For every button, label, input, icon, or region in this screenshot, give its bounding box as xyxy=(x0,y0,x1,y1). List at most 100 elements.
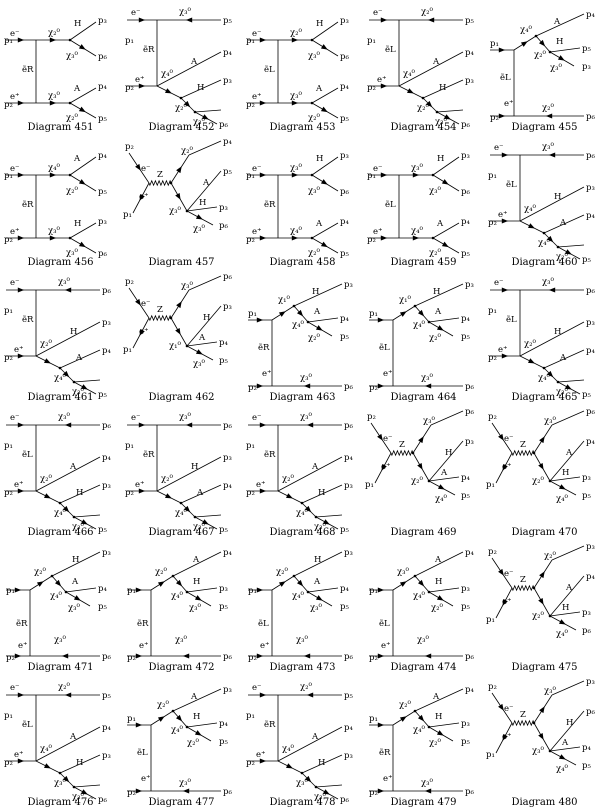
vertex-dot xyxy=(58,366,62,370)
caption-number: 462 xyxy=(195,392,215,404)
boson-y-label: H xyxy=(197,83,204,93)
boson-top xyxy=(551,546,585,561)
p1-label: p₁ xyxy=(4,306,13,316)
boson-top xyxy=(430,410,464,426)
positron-line-arrow xyxy=(259,488,267,494)
boson-y-line xyxy=(543,214,585,234)
out4-label: p₅ xyxy=(98,114,107,124)
p2-label: p₂ xyxy=(488,412,497,422)
boson-y-line xyxy=(186,723,218,728)
positron-label: e⁺ xyxy=(141,774,151,784)
caption-number: 479 xyxy=(437,797,457,809)
neutralino-a-label: χ₂⁰ xyxy=(155,567,168,577)
boson-y-label: H xyxy=(193,712,200,722)
neutralino-d-arrow xyxy=(320,241,328,248)
p1-label: p₁ xyxy=(248,586,257,596)
boson-y-label: H xyxy=(193,577,200,587)
electron-line-arrow xyxy=(256,317,264,323)
neutralino-c-arrow xyxy=(436,325,444,331)
out1-label: p₅ xyxy=(465,16,474,26)
diagram-caption: Diagram 472 xyxy=(121,662,242,673)
neutralino-c-label: χ₂⁰ xyxy=(308,333,321,343)
neutralino-c-arrow xyxy=(183,506,191,513)
positron-line-arrow xyxy=(377,788,385,795)
neutralino-b-arrow xyxy=(417,580,425,587)
boson-y-label: A xyxy=(315,84,323,94)
boson-x-label: A xyxy=(311,462,319,472)
out4-label: p₆ xyxy=(223,652,232,662)
neutralino-d-label: χ₃⁰ xyxy=(72,522,85,532)
positron-line-arrow xyxy=(259,235,267,241)
boson-y-label: H xyxy=(74,219,81,229)
neutralino-b-arrow xyxy=(54,580,62,587)
diagram-caption: Diagram 469 xyxy=(363,527,484,538)
caption-number: 472 xyxy=(195,662,215,674)
positron-line-arrow xyxy=(501,218,509,224)
boson-x-line xyxy=(186,170,222,212)
positron-label: e⁺ xyxy=(256,480,266,490)
out2-label: p₆ xyxy=(461,187,470,197)
neutralino-a-arrow xyxy=(539,706,545,714)
neutralino-b-label: χ₄⁰ xyxy=(413,725,426,735)
vertex-dot xyxy=(548,50,552,54)
neutralino-a-label: χ₃⁰ xyxy=(542,142,555,152)
neutralino-b-label: χ₃⁰ xyxy=(308,186,321,196)
diagram-caption: Diagram 456 xyxy=(0,257,121,268)
neutralino-c-label: χ₂⁰ xyxy=(429,333,442,343)
vertex-dot xyxy=(421,96,425,100)
neutralino-b-arrow xyxy=(417,310,425,317)
boson-y-label: A xyxy=(559,218,567,228)
out4-label: p₆ xyxy=(98,249,107,259)
neutralino-d-label: χ₃⁰ xyxy=(296,635,309,645)
boson-y-label: H xyxy=(76,488,83,498)
z-label: Z xyxy=(520,575,526,585)
vertex-dot xyxy=(435,110,439,114)
positron-label: e⁺ xyxy=(381,462,391,472)
z-label: Z xyxy=(157,170,163,180)
neutralino-d-label: χ₂⁰ xyxy=(308,113,321,123)
neutralino-a-arrow xyxy=(548,287,556,293)
neutralino-a-label: χ₄⁰ xyxy=(520,25,533,35)
neutralino-b-label: χ₄⁰ xyxy=(282,744,295,754)
boson-y-label: A xyxy=(196,488,204,498)
selectron-label: ẽL xyxy=(379,342,390,353)
caption-prefix: Diagram xyxy=(390,527,435,539)
p1-label: p₁ xyxy=(369,309,378,319)
boson-x-line xyxy=(549,441,585,482)
neutralino-d-label: χ₃⁰ xyxy=(314,522,327,532)
out-line xyxy=(194,109,222,113)
neutralino-b-label: χ₄⁰ xyxy=(50,591,63,601)
electron-line-arrow xyxy=(138,422,146,428)
boson-y-label: A xyxy=(315,219,323,229)
neutralino-c-arrow xyxy=(195,214,203,220)
boson-y-label: A xyxy=(434,307,442,317)
boson-x-line xyxy=(398,51,464,87)
neutralino-b-label: χ₂⁰ xyxy=(534,50,547,60)
electron-line-arrow xyxy=(377,434,383,441)
positron-line-arrow xyxy=(498,113,506,119)
neutralino-a-arrow xyxy=(176,301,182,309)
neutralino-d-arrow xyxy=(182,788,190,795)
electron-label: e⁻ xyxy=(10,683,20,693)
out3-label: p₄ xyxy=(340,82,349,92)
out3-label: p₄ xyxy=(223,481,232,491)
vertex-dot xyxy=(185,209,189,213)
neutralino-c-label: χ₃⁰ xyxy=(310,603,323,613)
vertex-dot xyxy=(193,110,197,114)
p1-label: p₁ xyxy=(367,171,376,181)
p2-label: p₂ xyxy=(369,788,378,798)
neutralino-a-arrow xyxy=(548,152,556,158)
boson-x-line xyxy=(172,552,222,577)
p2-label: p₂ xyxy=(369,383,378,393)
neutralino-d-label: χ₃⁰ xyxy=(421,778,434,788)
vertex-dot xyxy=(310,173,314,177)
positron-label: e⁺ xyxy=(502,462,512,472)
caption-number: 475 xyxy=(558,662,578,674)
positron-line-arrow xyxy=(17,100,25,106)
